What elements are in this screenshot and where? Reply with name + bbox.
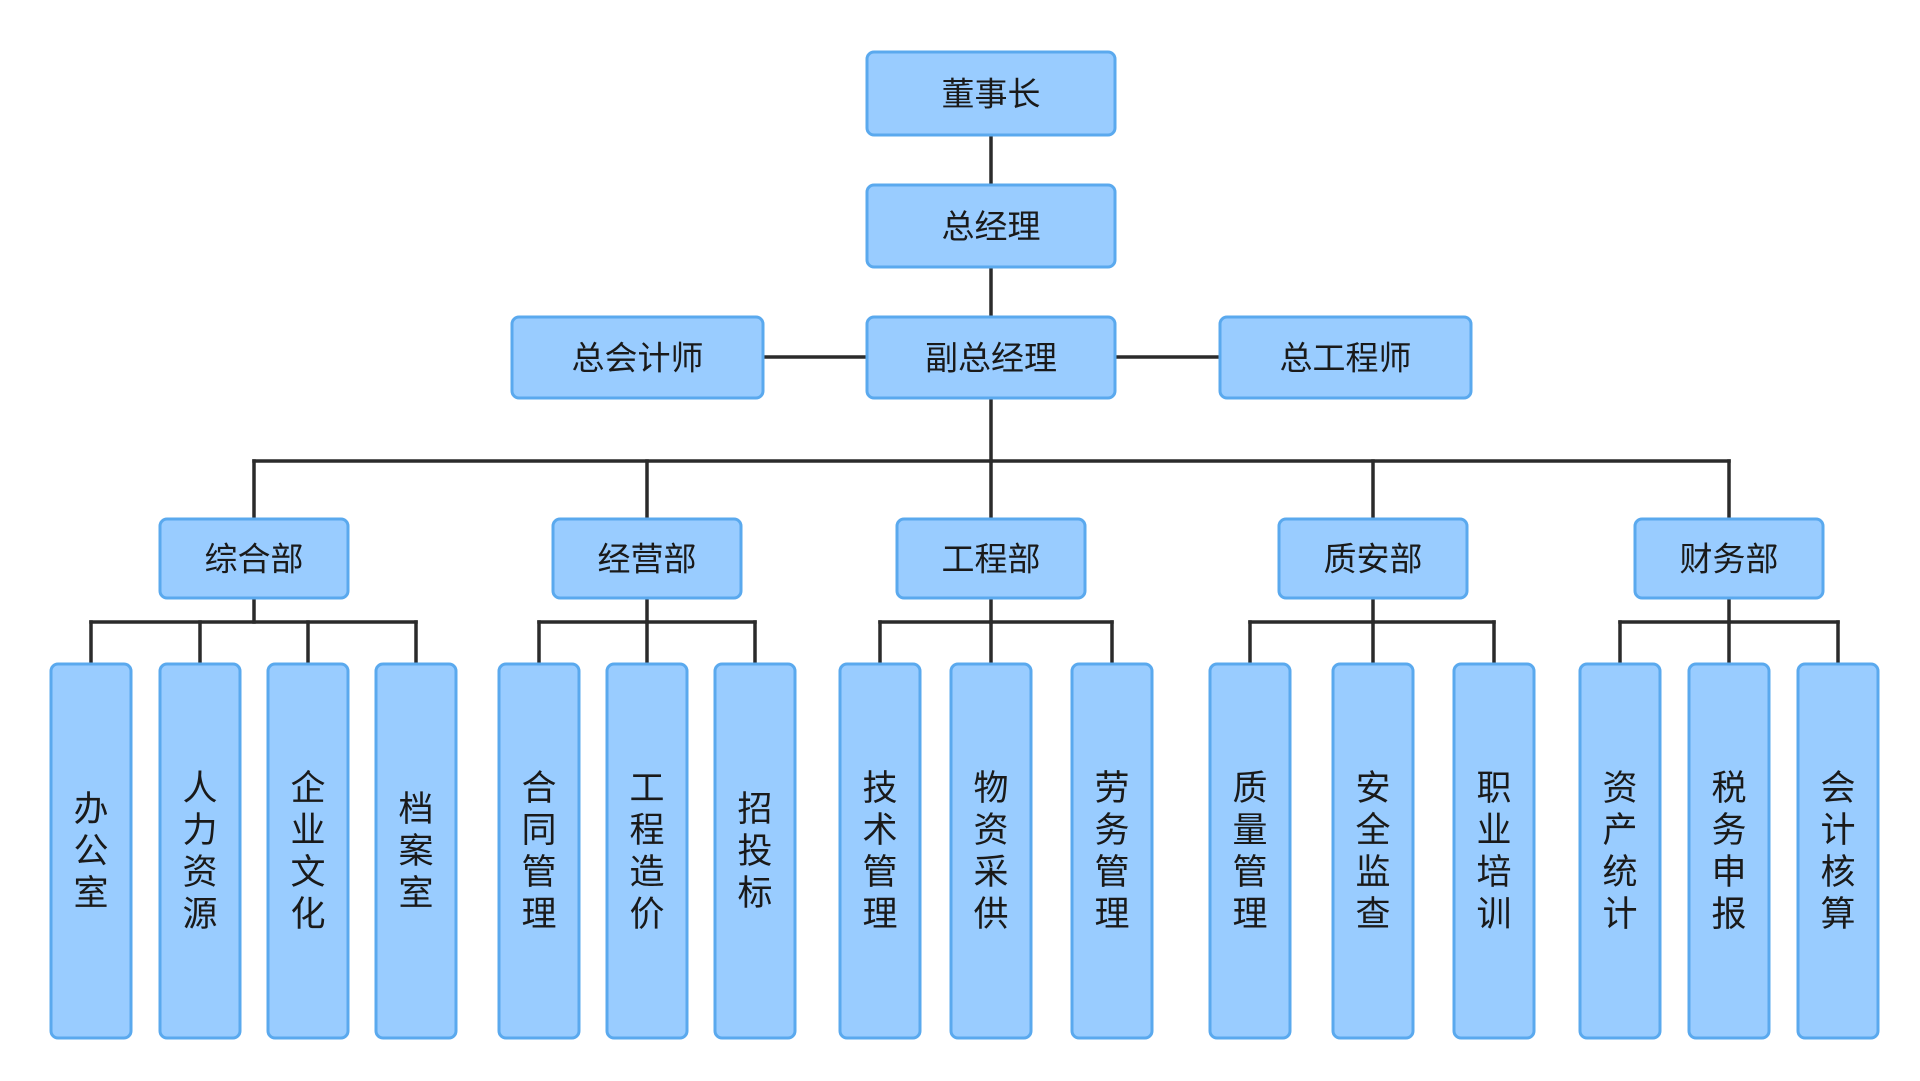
unit-node-4-1: 质量管理 <box>1208 662 1292 1040</box>
unit-node-5-2-box <box>1687 662 1771 1040</box>
department-node-5-box <box>1633 517 1825 600</box>
unit-node-5-3-label: 会计核算 <box>1820 769 1855 935</box>
department-node-1: 综合部 <box>158 517 350 600</box>
unit-node-3-2-label: 物资采供 <box>973 769 1008 935</box>
unit-node-4-2-box <box>1331 662 1415 1040</box>
unit-node-3-1-label: 技术管理 <box>862 769 897 935</box>
deputy-manager-node-box <box>865 315 1117 400</box>
department-node-4: 质安部 <box>1277 517 1469 600</box>
unit-node-5-3: 会计核算 <box>1796 662 1880 1040</box>
chairman-node-box <box>865 50 1117 137</box>
unit-node-1-3-box <box>266 662 350 1040</box>
unit-node-4-1-box <box>1208 662 1292 1040</box>
general-manager-node-label: 总经理 <box>942 207 1041 246</box>
unit-node-1-4-label: 档案室 <box>398 790 433 914</box>
unit-node-3-1-box <box>838 662 922 1040</box>
unit-node-1-4: 档案室 <box>374 662 458 1040</box>
department-node-2: 经营部 <box>551 517 743 600</box>
department-node-5-label: 财务部 <box>1680 540 1779 579</box>
unit-node-2-3-box <box>713 662 797 1040</box>
unit-node-4-2-label: 安全监查 <box>1355 769 1390 935</box>
chairman-node: 董事长 <box>865 50 1117 137</box>
unit-node-4-2: 安全监查 <box>1331 662 1415 1040</box>
department-node-5: 财务部 <box>1633 517 1825 600</box>
unit-node-1-3: 企业文化 <box>266 662 350 1040</box>
deputy-manager-node: 副总经理 <box>865 315 1117 400</box>
department-node-2-box <box>551 517 743 600</box>
chief-accountant-node-label: 总会计师 <box>572 339 704 378</box>
chief-accountant-node-box <box>510 315 765 400</box>
chief-engineer-node-label: 总工程师 <box>1280 339 1412 378</box>
unit-node-2-3: 招投标 <box>713 662 797 1040</box>
chief-engineer-node: 总工程师 <box>1218 315 1473 400</box>
unit-node-5-1-label: 资产统计 <box>1602 769 1637 935</box>
unit-node-2-2-box <box>605 662 689 1040</box>
unit-node-5-2: 税务申报 <box>1687 662 1771 1040</box>
unit-node-5-1-box <box>1578 662 1662 1040</box>
unit-node-3-3-label: 劳务管理 <box>1094 769 1129 935</box>
unit-node-4-3-label: 职业培训 <box>1476 769 1511 935</box>
chairman-node-label: 董事长 <box>942 75 1041 114</box>
general-manager-node: 总经理 <box>865 183 1117 269</box>
unit-node-4-3: 职业培训 <box>1452 662 1536 1040</box>
unit-node-1-2-box <box>158 662 242 1040</box>
general-manager-node-box <box>865 183 1117 269</box>
unit-node-3-1: 技术管理 <box>838 662 922 1040</box>
unit-node-3-2: 物资采供 <box>949 662 1033 1040</box>
department-node-3: 工程部 <box>895 517 1087 600</box>
chief-accountant-node: 总会计师 <box>510 315 765 400</box>
unit-node-2-1-box <box>497 662 581 1040</box>
department-node-3-label: 工程部 <box>942 540 1041 579</box>
unit-node-1-2: 人力资源 <box>158 662 242 1040</box>
unit-node-1-3-label: 企业文化 <box>290 769 325 935</box>
unit-node-3-3-box <box>1070 662 1154 1040</box>
unit-node-1-4-box <box>374 662 458 1040</box>
unit-node-2-2: 工程造价 <box>605 662 689 1040</box>
unit-node-2-1-label: 合同管理 <box>521 769 556 935</box>
unit-node-4-3-box <box>1452 662 1536 1040</box>
department-node-2-label: 经营部 <box>598 540 697 579</box>
unit-node-5-3-box <box>1796 662 1880 1040</box>
department-node-3-box <box>895 517 1087 600</box>
unit-node-1-1-label: 办公室 <box>73 790 108 914</box>
unit-node-3-3: 劳务管理 <box>1070 662 1154 1040</box>
unit-node-5-2-label: 税务申报 <box>1711 769 1746 935</box>
unit-node-5-1: 资产统计 <box>1578 662 1662 1040</box>
unit-node-4-1-label: 质量管理 <box>1232 769 1267 935</box>
unit-node-1-2-label: 人力资源 <box>182 769 217 935</box>
unit-node-1-1-box <box>49 662 133 1040</box>
department-node-4-box <box>1277 517 1469 600</box>
unit-node-1-1: 办公室 <box>49 662 133 1040</box>
department-node-4-label: 质安部 <box>1324 540 1423 579</box>
unit-node-2-3-label: 招投标 <box>737 790 772 914</box>
unit-node-3-2-box <box>949 662 1033 1040</box>
department-node-1-box <box>158 517 350 600</box>
connector-lines <box>89 133 1840 666</box>
unit-node-2-1: 合同管理 <box>497 662 581 1040</box>
chief-engineer-node-box <box>1218 315 1473 400</box>
unit-node-2-2-label: 工程造价 <box>629 769 664 935</box>
deputy-manager-node-label: 副总经理 <box>925 339 1057 378</box>
department-node-1-label: 综合部 <box>205 540 304 579</box>
